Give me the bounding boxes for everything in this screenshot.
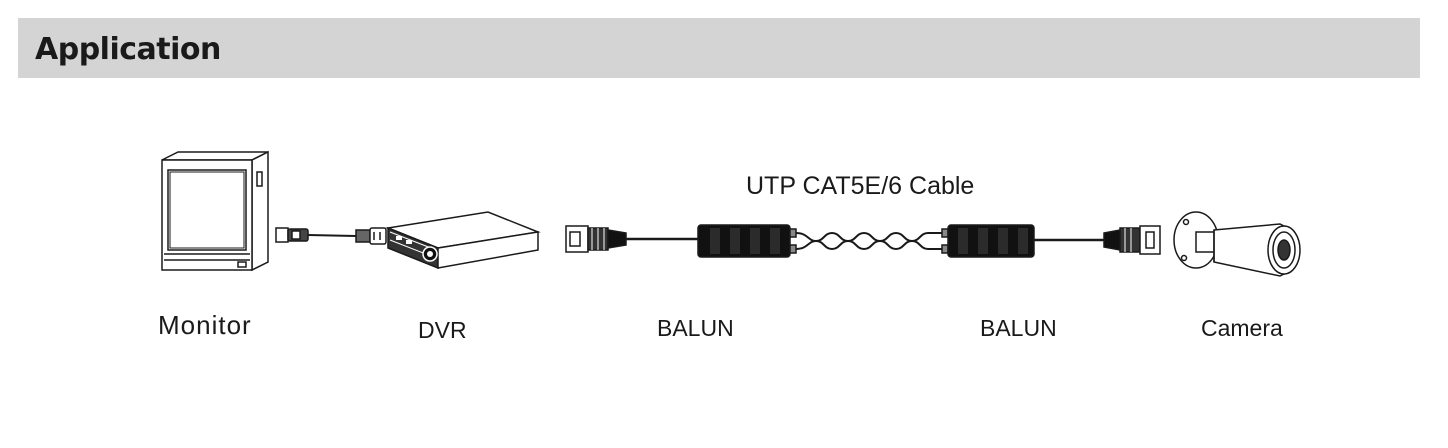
dvr-icon [385, 211, 541, 270]
balun-right-icon [941, 224, 1104, 258]
balun-left-label: BALUN [657, 315, 734, 341]
twisted-pair-cable-icon [795, 231, 942, 251]
camera-label: Camera [1201, 315, 1283, 341]
bnc-connector-right-icon [1103, 225, 1161, 255]
bnc-connector-left-icon [565, 225, 698, 253]
section-title: Application [35, 32, 221, 67]
cable-label: UTP CAT5E/6 Cable [746, 172, 975, 200]
balun-left-icon [697, 224, 797, 258]
dvr-label: DVR [418, 317, 467, 343]
video-cable-icon [275, 227, 387, 245]
section-header: Application [18, 18, 1420, 78]
monitor-label: Monitor [158, 310, 252, 340]
camera-icon [1173, 211, 1301, 277]
balun-right-label: BALUN [980, 315, 1057, 341]
monitor-icon [161, 150, 269, 272]
